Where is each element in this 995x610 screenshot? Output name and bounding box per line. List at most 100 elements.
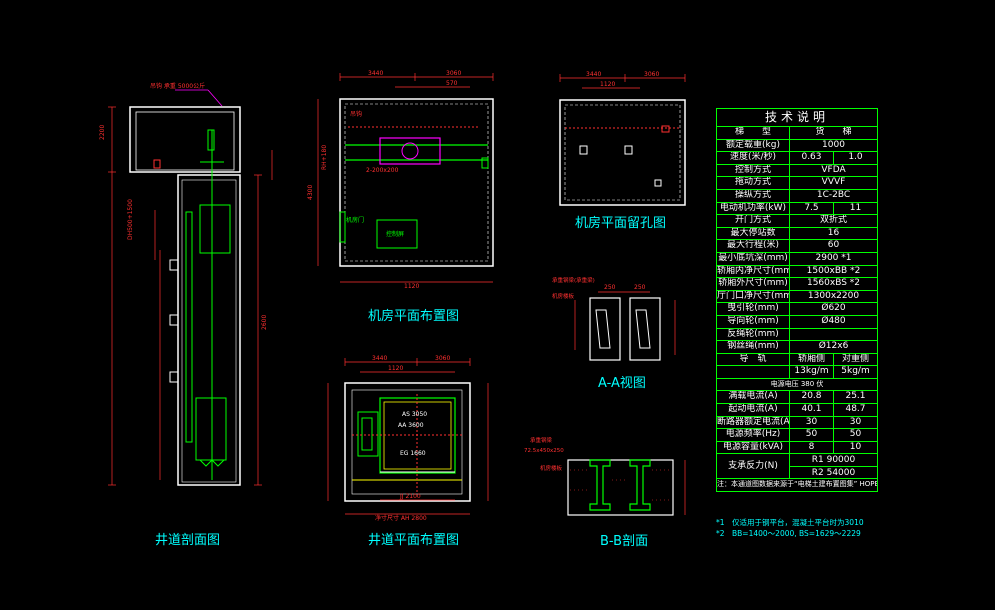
tech-row-value: Ø620 <box>821 303 846 314</box>
bb-note1: 承重钢梁 <box>530 436 553 444</box>
tech-row-label: 起动电流(A) <box>717 404 790 416</box>
hole-dim-w2: 3060 <box>644 71 659 78</box>
caption-shaft-section: 井道剖面图 <box>155 533 221 548</box>
tech-row-label: 支承反力(N) <box>717 454 790 479</box>
tech-row-value: 7.5 <box>790 202 834 215</box>
shaft-dim-total: DH500+1500 <box>127 199 134 240</box>
tech-row-value: 对重侧 <box>841 353 869 364</box>
caption-shaft-plan: 井道平面布置图 <box>368 533 460 548</box>
sp-dim-bottom: 净寸尺寸 AH 2800 <box>375 514 427 522</box>
tech-row-value: Ø12x6 <box>818 341 849 352</box>
tech-row: 轿厢外尺寸(mm)1560xBS *2 <box>717 278 877 291</box>
tech-row-value: 8 <box>790 441 834 454</box>
sp-dim-eg: EG 1660 <box>400 450 426 457</box>
sp-dim-aa: AA 3600 <box>398 422 424 429</box>
tech-row: 操纵方式 1C-2BC <box>717 189 877 203</box>
tech-row-value: 轿厢侧 <box>790 353 834 366</box>
mr-door-label: 机房门 <box>346 216 364 224</box>
tech-row-value: 1C-2BC <box>816 189 851 200</box>
caption-aa-view: A-A视图 <box>598 376 646 391</box>
sp-dim-w2: 3060 <box>435 355 450 362</box>
bb-dim-1: 72.5x450x250 <box>524 448 564 454</box>
tech-row-label: 导向轮(mm) <box>717 315 790 328</box>
tech-row-label: 断路器额定电流(A) <box>717 416 790 429</box>
shaft-plan <box>327 358 489 515</box>
machine-room-holes-plan <box>559 74 686 206</box>
mr-dim-w3: 570 <box>446 80 458 87</box>
tech-row: 梯 型货 梯 <box>717 127 877 140</box>
caption-machine-room-holes: 机房平面留孔图 <box>575 216 667 231</box>
tech-row-label: 反绳轮(mm) <box>717 328 790 341</box>
tech-row-value: 货 梯 <box>815 127 852 137</box>
mr-dim-rh: RH+180 <box>321 145 328 170</box>
mr-hole-label: 2-200x200 <box>366 167 399 174</box>
hole-dim-w1: 3440 <box>586 71 601 78</box>
tech-row-label: 导 轨 <box>717 353 790 366</box>
tech-row-label: 轿厢内净尺寸(mm) <box>717 265 790 278</box>
tech-row: 额定载重(kg)1000 <box>717 139 877 153</box>
tech-row-value: 10 <box>849 441 862 452</box>
sp-dim-jj: JJ 2100 <box>399 493 421 500</box>
aa-note1: 承重钢梁(承重梁) <box>552 276 595 284</box>
tech-row-label: 操纵方式 <box>717 189 790 202</box>
mr-dim-w2: 3060 <box>446 70 461 77</box>
shaft-top-note: 吊钩 承重 5000公斤 <box>150 82 205 90</box>
tech-row: 开门方式 双折式 <box>717 215 877 228</box>
sp-dim-w1: 3440 <box>372 355 387 362</box>
tech-row: 电源容量(kVA)8 10 <box>717 441 877 455</box>
tech-row: 最大停站数 16 <box>717 227 877 241</box>
tech-row: 轿厢内净尺寸(mm) 1500xBB *2 <box>717 265 877 279</box>
sp-dim-as: AS 3050 <box>402 411 427 418</box>
footnotes: *1 仅适用于钢平台，混凝土平台时为3010 *2 BB=1400～2000, … <box>716 517 864 539</box>
shaft-section <box>108 89 273 486</box>
tech-row-label: 电源频率(Hz) <box>717 429 790 441</box>
tech-row-value: 30 <box>790 416 834 429</box>
tech-row-value: Ø480 <box>821 315 846 326</box>
tech-row-value: 30 <box>849 416 862 427</box>
footnote-1: *1 仅适用于钢平台，混凝土平台时为3010 <box>716 518 864 527</box>
tech-row: 导向轮(mm) Ø480 <box>717 315 877 329</box>
tech-row-value <box>790 329 877 341</box>
machine-room-plan <box>317 73 494 283</box>
tech-row-label: 额定载重(kg) <box>717 139 790 152</box>
tech-row-value: 50 <box>790 429 834 441</box>
tech-row-value: 48.7 <box>845 404 866 415</box>
tech-row: 曳引轮(mm)Ø620 <box>717 303 877 316</box>
bb-note2: 机房楼板 <box>540 464 563 472</box>
tech-row-label: 最大停站数 <box>717 227 790 240</box>
tech-row-label: 电源容量(kVA) <box>717 441 790 454</box>
shaft-dim-top: 2200 <box>99 125 106 140</box>
tech-row-value: 双折式 <box>819 215 847 226</box>
tech-row-value: 1500xBB *2 <box>806 265 861 276</box>
tech-row: 注：本通道图数据来源于“电梯土建布置图集” HOPE-IIG-1 <box>717 479 877 491</box>
tech-row-label: 满载电流(A) <box>717 391 790 404</box>
tech-row-label: 开门方式 <box>717 215 790 227</box>
tech-row-value: 16 <box>827 227 840 238</box>
tech-row-value: 2900 *1 <box>815 252 852 263</box>
tech-row-value: 5kg/m <box>841 366 870 377</box>
tech-row-label: 拖动方式 <box>717 177 790 189</box>
tech-row-value: R2 54000 <box>811 468 856 479</box>
shaft-dim-mid: 2600 <box>261 315 268 330</box>
tech-row-label: 厅门口净尺寸(mm) <box>717 290 790 303</box>
tech-row-value: 1.0 <box>848 152 863 163</box>
tech-row-value: R1 90000 <box>790 454 877 468</box>
aa-note2: 机房楼板 <box>552 292 575 300</box>
tech-row-label: 最小底坑深(mm) <box>717 252 790 265</box>
caption-machine-room-layout: 机房平面布置图 <box>368 309 460 324</box>
tech-row-value: 60 <box>827 240 840 251</box>
tech-row-label <box>717 366 790 378</box>
tech-row-label: 钢丝绳(mm) <box>717 341 790 353</box>
tech-row-label: 最大行程(米) <box>717 240 790 252</box>
tech-row-value: 1560xBS *2 <box>806 278 861 289</box>
